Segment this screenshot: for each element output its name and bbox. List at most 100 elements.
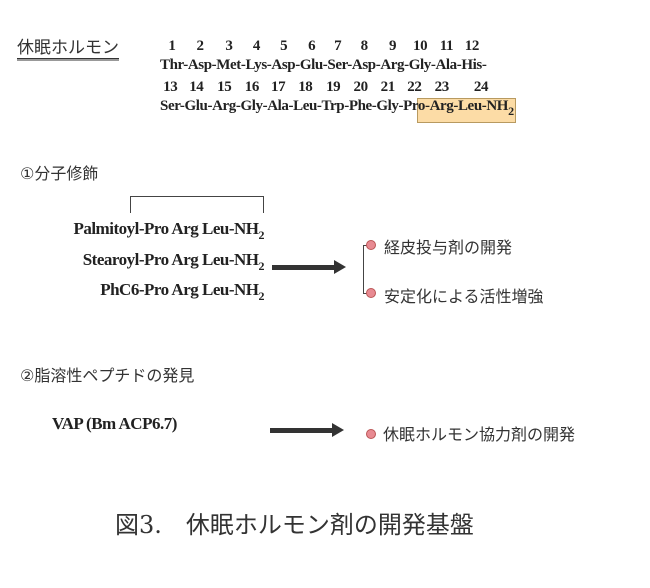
residue-name: Thr- <box>160 57 188 73</box>
residue-name: Arg- <box>212 98 241 114</box>
molecule-vap: VAP (Bm ACP6.7) <box>52 414 177 433</box>
residue-name: Glu- <box>299 57 328 73</box>
bullet-icon <box>366 429 376 439</box>
subscript: 2 <box>258 289 265 303</box>
residue-number: 9 <box>388 38 397 54</box>
bracket-top <box>130 196 264 213</box>
outcome-transdermal: 経皮投与剤の開発 <box>384 238 513 257</box>
residue-number: 24 <box>473 79 489 95</box>
residue-number: 5 <box>280 38 288 54</box>
arrow-icon <box>270 423 344 437</box>
residue-number: 18 <box>298 79 313 95</box>
residue-name: Met- <box>216 57 246 73</box>
bracket-right <box>363 245 370 294</box>
residue-number: 11 <box>439 38 454 54</box>
residue-name: Ala- <box>267 98 294 114</box>
residue-number: 14 <box>189 79 204 95</box>
residue-number: 3 <box>225 38 233 54</box>
residue-number: 20 <box>353 79 368 95</box>
subscript: 2 <box>258 228 265 242</box>
molecule-phc6: PhC6-Pro Arg Leu-NH2 <box>100 280 264 304</box>
residue-name: Asp- <box>187 57 217 73</box>
residue-number: 6 <box>308 38 316 54</box>
residue-name: His- <box>461 57 487 73</box>
outcome-synergist: 休眠ホルモン協力剤の開発 <box>383 425 576 444</box>
outcome-stabilization: 安定化による活性増強 <box>384 287 544 306</box>
residue-name: Leu-NH <box>457 98 509 114</box>
residue-name: Phe- <box>348 98 377 114</box>
residue-number: 13 <box>163 79 178 95</box>
residue-name: Leu- <box>293 98 322 114</box>
subscript: 2 <box>508 104 514 118</box>
section1-heading: ①分子修飾 <box>20 164 99 183</box>
molecule-text: Stearoyl-Pro Arg Leu-NH <box>82 250 259 269</box>
residue-number: 19 <box>326 79 341 95</box>
arrow-icon <box>272 260 346 274</box>
section2-heading: ②脂溶性ペプチドの発見 <box>20 366 195 385</box>
residue-name: Ser- <box>160 98 185 114</box>
residue-name: Gly- <box>240 98 268 114</box>
residue-name: Gly- <box>408 57 436 73</box>
bullet-icon <box>366 288 376 298</box>
residue-name: Gly- <box>376 98 404 114</box>
molecule-palmitoyl: Palmitoyl-Pro Arg Leu-NH2 <box>73 219 264 243</box>
subscript: 2 <box>258 259 265 273</box>
residue-name: Asp- <box>271 57 300 73</box>
residue-number: 23 <box>434 79 450 95</box>
molecule-text: PhC6-Pro Arg Leu-NH <box>100 280 259 299</box>
residue-number: 22 <box>407 79 422 95</box>
residue-name: Ala- <box>435 57 462 73</box>
residue-name: Arg- <box>380 57 409 73</box>
molecule-stearoyl: Stearoyl-Pro Arg Leu-NH2 <box>82 250 265 274</box>
residue-name: Trp- <box>321 98 350 114</box>
residue-name: Arg- <box>429 98 459 114</box>
residue-name: Asp- <box>351 57 381 73</box>
residue-name: Pro- <box>403 98 430 114</box>
residue-number: 10 <box>412 38 428 54</box>
residue-number: 2 <box>196 38 205 54</box>
residue-number: 8 <box>360 38 369 54</box>
caption: 図3. 休眠ホルモン剤の開発基盤 <box>115 511 474 539</box>
highlight-box <box>417 98 516 123</box>
residue-number: 16 <box>244 79 260 95</box>
residue-number: 17 <box>271 79 286 95</box>
residue-number: 12 <box>464 38 480 54</box>
residue-number: 7 <box>334 38 342 54</box>
title: 休眠ホルモン <box>17 33 119 59</box>
bullet-icon <box>366 240 376 250</box>
molecule-text: Palmitoyl-Pro Arg Leu-NH <box>73 219 259 238</box>
residue-number: 1 <box>168 38 176 54</box>
residue-name: Lys- <box>245 57 272 73</box>
residue-name: Glu- <box>184 98 213 114</box>
residue-number: 15 <box>217 79 232 95</box>
residue-number: 4 <box>252 38 261 54</box>
residue-number: 21 <box>380 79 396 95</box>
